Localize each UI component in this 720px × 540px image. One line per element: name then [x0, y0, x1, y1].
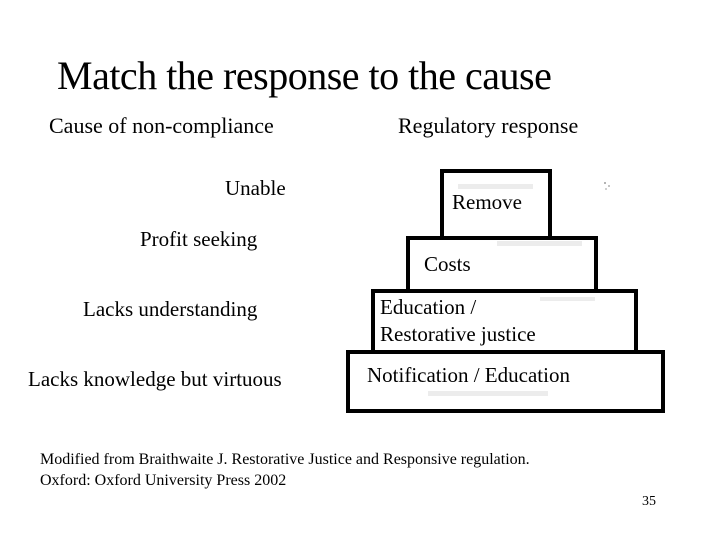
- footer-citation: Modified from Braithwaite J. Restorative…: [40, 449, 530, 491]
- scan-artifact: [604, 182, 606, 184]
- response-box-costs: Costs: [406, 236, 598, 293]
- column-header-response: Regulatory response: [398, 113, 579, 138]
- response-box-education-restorative: Education / Restorative justice: [371, 289, 638, 354]
- cause-item-lacks-understanding: Lacks understanding: [83, 297, 258, 321]
- response-label-line1: Education /: [380, 295, 477, 319]
- response-box-label: Remove: [452, 190, 522, 214]
- response-box-label: Notification / Education: [367, 363, 570, 387]
- column-header-cause: Cause of non-compliance: [49, 113, 274, 138]
- response-box-label: Costs: [424, 252, 471, 276]
- cause-item-lacks-knowledge: Lacks knowledge but virtuous: [28, 367, 282, 391]
- response-label-line2: Restorative justice: [380, 322, 536, 346]
- cause-item-unable: Unable: [225, 176, 286, 200]
- page-number: 35: [642, 494, 656, 509]
- footer-citation-line1: Modified from Braithwaite J. Restorative…: [40, 451, 530, 468]
- response-box-remove: Remove: [440, 169, 552, 240]
- response-box-label: Education / Restorative justice: [380, 294, 536, 348]
- slide-title: Match the response to the cause: [57, 53, 552, 98]
- footer-citation-line2: Oxford: Oxford University Press 2002: [40, 472, 287, 489]
- response-box-notification-education: Notification / Education: [346, 350, 665, 413]
- cause-item-profit-seeking: Profit seeking: [140, 227, 258, 251]
